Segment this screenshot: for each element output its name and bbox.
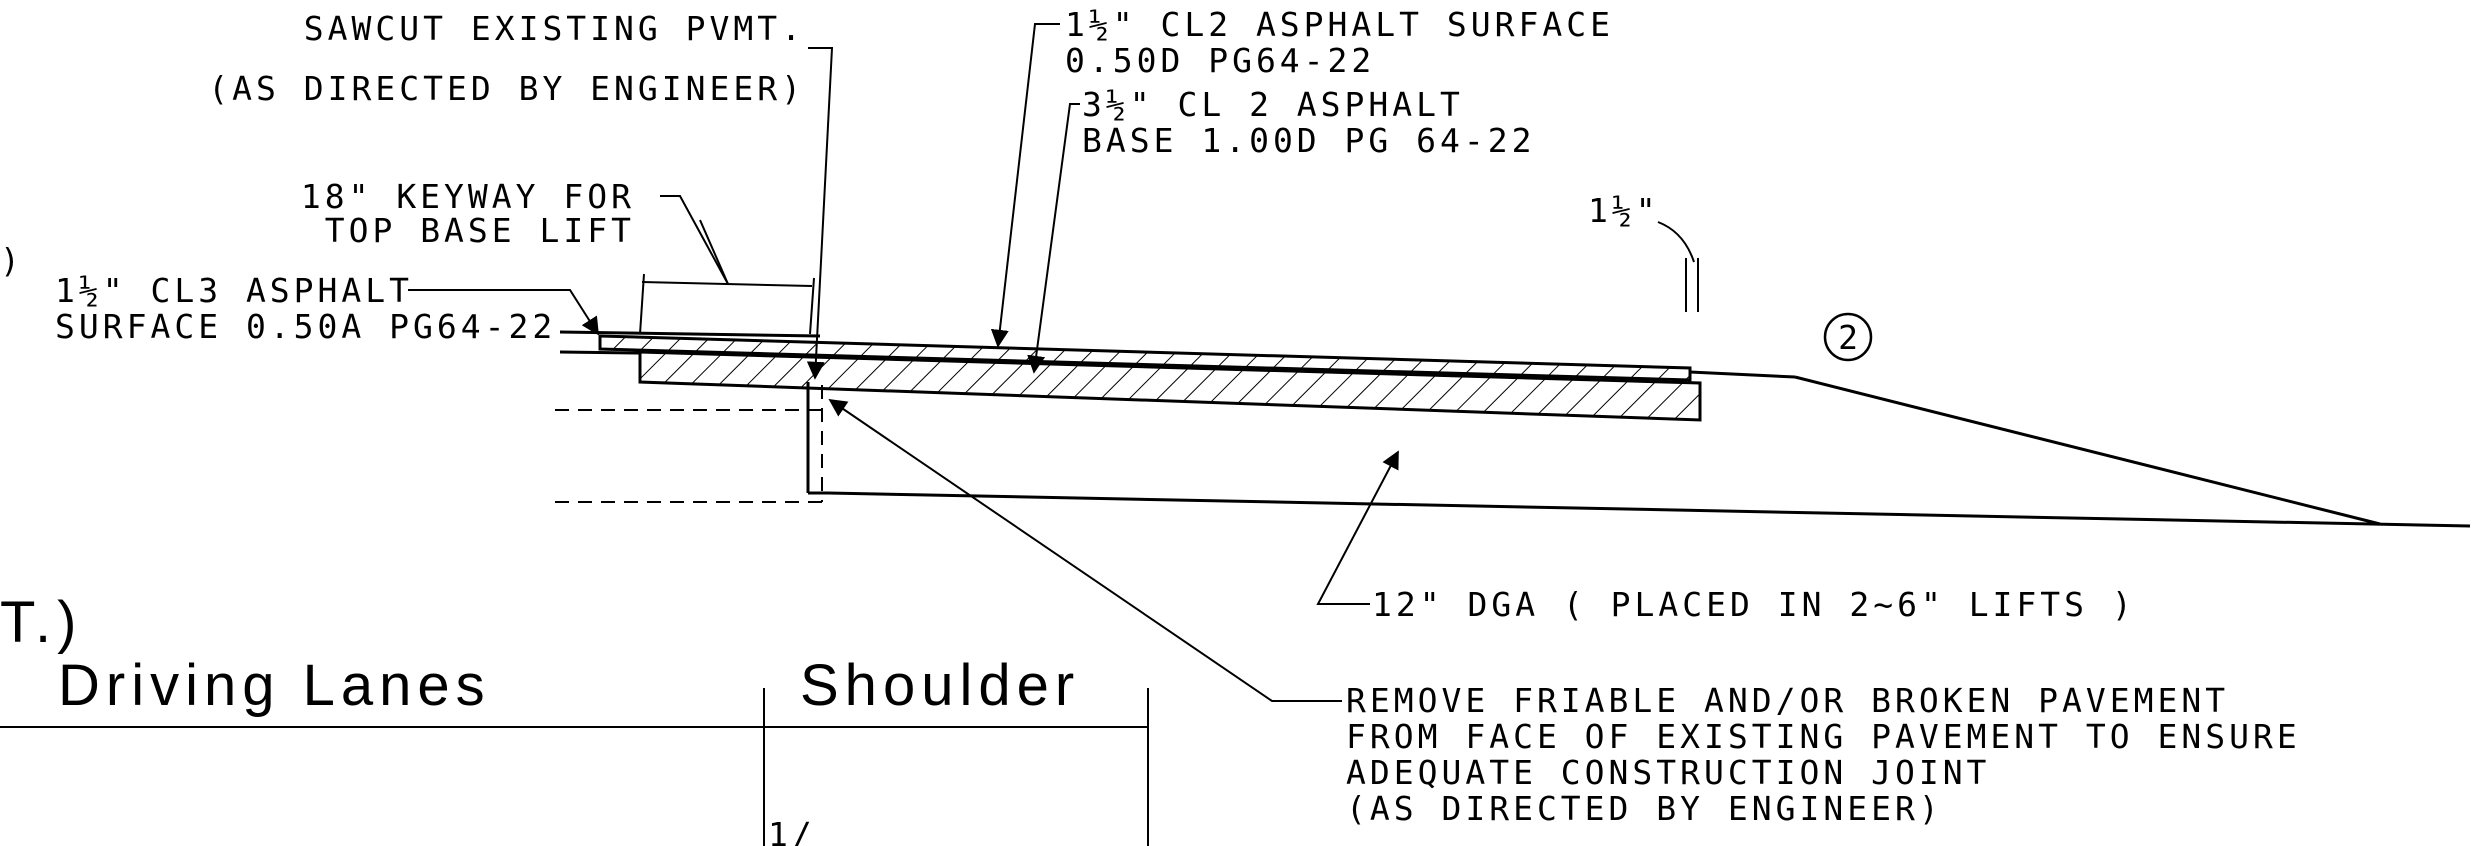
shoulder-slope-line: [1794, 375, 2381, 526]
shoulder-surface-line: [1689, 370, 1796, 379]
surface-cl2-label-line2: 0.50D PG64-22: [1065, 41, 1375, 80]
remove-pavement-line1: REMOVE FRIABLE AND/OR BROKEN PAVEMENT: [1346, 681, 2229, 720]
sawcut-label-line1: SAWCUT EXISTING PVMT.: [304, 9, 805, 48]
driving-lanes-label: Driving Lanes: [58, 653, 491, 718]
existing-surface-top: [559, 330, 821, 338]
remove-pavement-leader: [828, 398, 1342, 702]
keyway-leader-bend: [660, 195, 729, 285]
subgrade-line: [827, 491, 2471, 528]
asphalt-surface-course: [598, 334, 1692, 382]
surface-cl2-leader: [990, 23, 1060, 348]
surface-cl3-leader: [408, 289, 599, 336]
keyway-tick-left: [639, 273, 645, 335]
keyway-label-line2: TOP BASE LIFT: [325, 211, 635, 250]
keyway-label-line1: 18" KEYWAY FOR: [301, 177, 635, 216]
sawcut-leader: [806, 47, 834, 380]
existing-surface-bottom: [559, 350, 641, 355]
sawcut-label-line2: (AS DIRECTED BY ENGINEER): [208, 69, 805, 108]
remove-pavement-line2: FROM FACE OF EXISTING PAVEMENT TO ENSURE: [1346, 717, 2301, 756]
shoulder-label: Shoulder: [800, 653, 1080, 718]
base-cl2-label-line1: 3½" CL 2 ASPHALT: [1082, 85, 1464, 124]
surface-cl3-label-line2: SURFACE 0.50A PG64-22: [55, 307, 556, 346]
keyway-leader: [699, 219, 729, 285]
dga-label: 12" DGA ( PLACED IN 2~6" LIFTS ): [1372, 585, 2136, 624]
surface-cl3-label-line1: 1½" CL3 ASPHALT: [55, 271, 413, 310]
partial-left-top: ): [0, 241, 24, 280]
base-cl2-leader: [1027, 103, 1080, 374]
base-cl2-label-line2: BASE 1.00D PG 64-22: [1082, 121, 1536, 160]
thickness-leader: [1657, 221, 1695, 263]
partial-bottom: 1/: [768, 815, 816, 846]
detail-number-circle: [1823, 312, 1873, 362]
detail-number: 2: [1838, 318, 1858, 357]
thickness-label: 1½": [1588, 191, 1660, 230]
asphalt-base-course: [638, 350, 1702, 422]
remove-pavement-line4: (AS DIRECTED BY ENGINEER): [1346, 789, 1943, 828]
remove-pavement-line3: ADEQUATE CONSTRUCTION JOINT: [1346, 753, 1990, 792]
surface-cl2-label-line1: 1½" CL2 ASPHALT SURFACE: [1065, 5, 1614, 44]
partial-left-mid: T.): [0, 590, 82, 655]
dga-leader: [1316, 450, 1399, 605]
keyway-tick-right: [809, 277, 815, 335]
